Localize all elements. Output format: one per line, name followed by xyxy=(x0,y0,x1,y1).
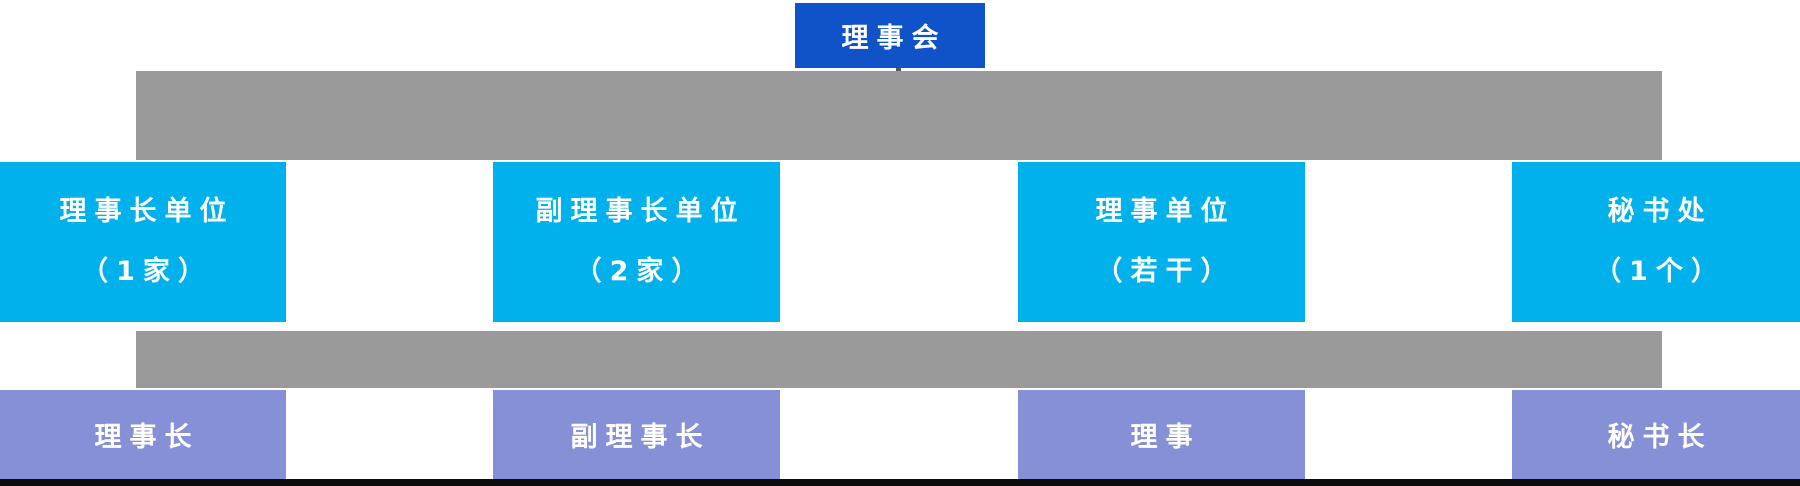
unit-box-vice-chairman-unit: 副理事长单位 （2家） xyxy=(493,162,780,322)
board-connector-tick xyxy=(896,68,901,72)
connector-bar-top xyxy=(136,71,1662,160)
role-name: 副理事长 xyxy=(570,422,711,453)
unit-box-secretariat: 秘书处 （1个） xyxy=(1512,162,1800,322)
baseline-bar xyxy=(0,479,1800,486)
role-name: 理事 xyxy=(1130,422,1201,453)
unit-name: 秘书处 xyxy=(1607,196,1713,227)
connector-bar-bottom xyxy=(136,331,1662,388)
role-box-secretary-general: 秘书长 xyxy=(1512,390,1800,479)
role-box-chairman: 理事长 xyxy=(0,390,286,479)
board-label: 理事会 xyxy=(841,23,947,54)
role-box-director: 理事 xyxy=(1018,390,1305,479)
role-box-vice-chairman: 副理事长 xyxy=(493,390,780,479)
unit-count: （2家） xyxy=(574,256,707,287)
unit-name: 理事长单位 xyxy=(59,196,235,227)
unit-box-director-unit: 理事单位 （若干） xyxy=(1018,162,1305,322)
role-name: 秘书长 xyxy=(1607,422,1713,453)
board-box: 理事会 xyxy=(795,3,985,68)
unit-count: （1家） xyxy=(81,256,213,287)
unit-count: （若干） xyxy=(1095,256,1236,287)
unit-count: （1个） xyxy=(1594,256,1726,287)
unit-name: 副理事长单位 xyxy=(535,196,746,227)
role-name: 理事长 xyxy=(94,422,200,453)
unit-name: 理事单位 xyxy=(1095,196,1236,227)
unit-box-chairman-unit: 理事长单位 （1家） xyxy=(0,162,286,322)
